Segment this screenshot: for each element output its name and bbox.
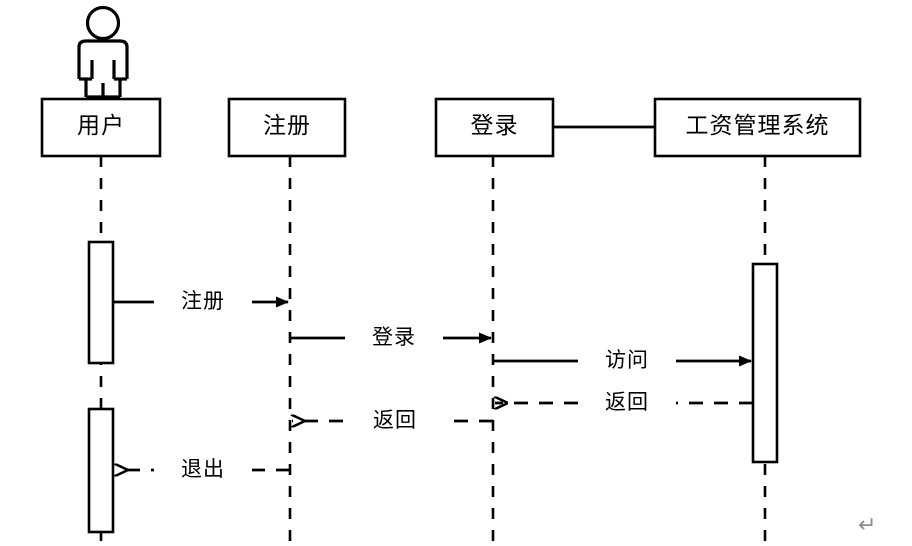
message-label-m5-return: 返回 bbox=[346, 410, 444, 431]
participant-label-register: 注册 bbox=[263, 113, 311, 139]
participant-box-login[interactable] bbox=[434, 97, 555, 158]
activation-bars bbox=[87, 240, 779, 534]
activation-bar-system-1[interactable] bbox=[751, 262, 779, 464]
participant-label-system: 工资管理系统 bbox=[685, 113, 830, 139]
participant-boxes bbox=[40, 97, 862, 158]
message-label-m6-logout: 退出 bbox=[154, 459, 252, 480]
participant-box-user[interactable] bbox=[40, 97, 162, 158]
activation-bar-user-1[interactable] bbox=[87, 240, 115, 365]
paragraph-return-mark-icon: ↵ bbox=[858, 513, 877, 538]
participant-label-login: 登录 bbox=[470, 113, 519, 139]
message-label-m4-return: 返回 bbox=[578, 392, 676, 413]
participant-label-user: 用户 bbox=[77, 113, 125, 139]
user-actor-icon bbox=[77, 5, 129, 99]
message-label-m3-access: 访问 bbox=[578, 350, 676, 371]
actor-shoulders-icon bbox=[77, 39, 129, 59]
message-label-m2-login: 登录 bbox=[345, 327, 443, 348]
participant-box-register[interactable] bbox=[227, 97, 347, 158]
actor-head-icon bbox=[85, 5, 121, 41]
activation-bar-user-2[interactable] bbox=[87, 407, 115, 534]
message-label-m1-register: 注册 bbox=[154, 291, 252, 312]
